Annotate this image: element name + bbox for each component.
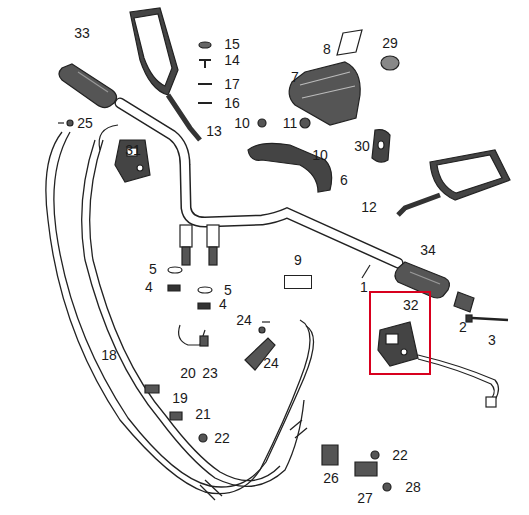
right-mirror: [398, 150, 510, 215]
handlebar: [120, 103, 398, 278]
callout-number: 29: [382, 36, 398, 50]
callout-number: 13: [206, 124, 222, 138]
callout-number: 26: [323, 471, 339, 485]
callout-number: 5: [149, 262, 157, 276]
callout-number: 8: [323, 42, 331, 56]
callout-number: 10: [234, 116, 250, 130]
callout-number: 17: [224, 77, 240, 91]
left-switch: [99, 125, 150, 182]
highlight-box: 32: [369, 291, 431, 375]
callout-number: 5: [224, 283, 232, 297]
trim-part: [248, 143, 332, 192]
handlebar-cover: [289, 30, 399, 162]
callout-number: 15: [224, 37, 240, 51]
callout-number: 23: [202, 366, 218, 380]
callout-number: 9: [294, 253, 302, 267]
callout-number: 21: [195, 407, 211, 421]
callout-number: 11: [283, 116, 298, 130]
callout-number: 27: [357, 491, 373, 505]
callout-number: 20: [180, 366, 196, 380]
callout-number: 4: [219, 297, 227, 311]
callout-number: 32: [403, 298, 419, 312]
label-plate-outline: [284, 275, 312, 289]
callout-number: 16: [224, 96, 240, 110]
callout-number: 30: [354, 139, 370, 153]
callout-number: 6: [340, 173, 348, 187]
callout-number: 12: [361, 200, 377, 214]
left-grip: [59, 64, 117, 108]
callout-number: 3: [488, 333, 496, 347]
callout-number: 4: [145, 280, 153, 294]
callout-number: 14: [224, 53, 240, 67]
washers-nuts: [168, 267, 212, 309]
callout-number: 28: [405, 480, 421, 494]
callout-number: 25: [77, 116, 93, 130]
callout-number: 24: [236, 313, 252, 327]
callout-number: 18: [101, 348, 117, 362]
label-plate: 9: [284, 251, 312, 291]
callout-number: 24: [263, 356, 279, 370]
cable-bundle: [46, 132, 314, 500]
callout-number: 31: [125, 143, 141, 157]
callout-number: 22: [214, 431, 230, 445]
small-brackets: [58, 123, 391, 491]
callout-number: 33: [74, 26, 90, 40]
callout-number: 22: [392, 448, 408, 462]
callout-number: 10: [312, 148, 328, 162]
callout-number: 1: [360, 280, 368, 294]
callout-number: 7: [291, 70, 299, 84]
callout-number: 34: [420, 243, 436, 257]
right-switch: [378, 322, 499, 407]
callout-number: 2: [459, 320, 467, 334]
left-mirror: [130, 8, 212, 140]
callout-number: 19: [172, 391, 188, 405]
